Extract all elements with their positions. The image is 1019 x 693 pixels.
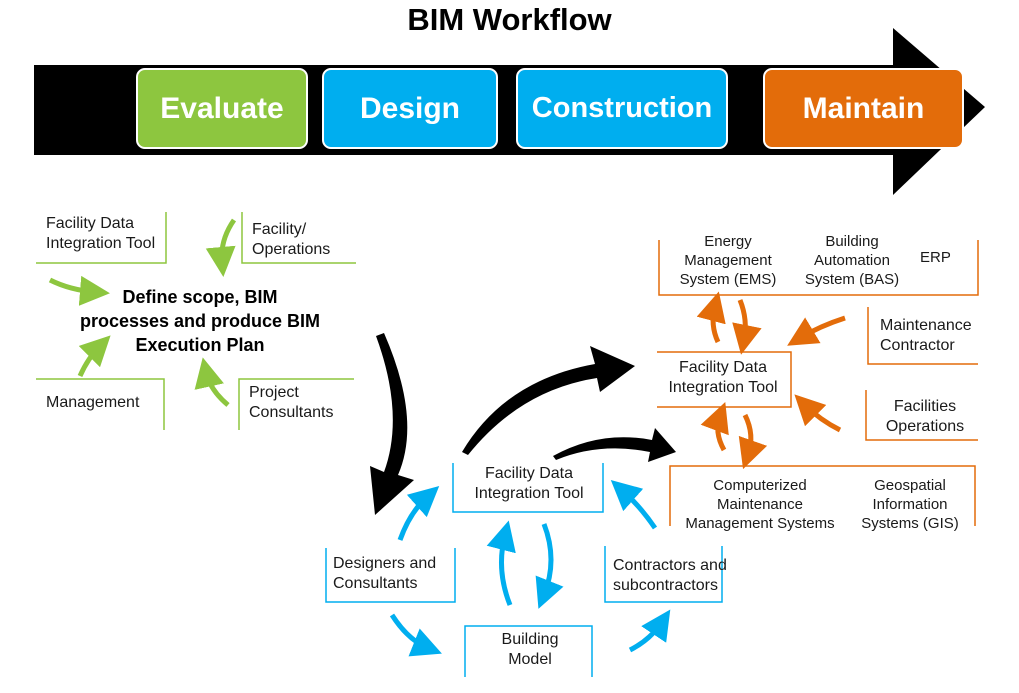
maintain-facility-data-tool-label: Facility Data Integration Tool: [668, 359, 778, 396]
contractors-label: Contractors and subcontractors: [613, 557, 727, 594]
management-label: Management: [46, 394, 140, 411]
cmms-label: Computerized Maintenance Management Syst…: [685, 477, 835, 532]
page-title: BIM Workflow: [407, 2, 612, 37]
building-model-label: Building Model: [501, 631, 559, 668]
design-brackets: [325, 463, 723, 677]
green-arrows: [48, 218, 237, 407]
define-scope-label: Define scope, BIM processes and produce …: [79, 287, 321, 355]
facilities-operations-label: Facilities Operations: [885, 398, 965, 435]
phase-evaluate: Evaluate: [136, 68, 308, 149]
bas-label: Building Automation System (BAS): [804, 233, 900, 288]
design-facility-data-tool-label: Facility Data Integration Tool: [474, 465, 584, 502]
designers-consultants-label: Designers and Consultants: [333, 555, 437, 592]
maintain-brackets: [657, 240, 979, 526]
ems-label: Energy Management System (EMS): [679, 233, 777, 288]
orange-arrows: [696, 291, 846, 470]
gis-label: Geospatial Information Systems (GIS): [861, 477, 959, 532]
evaluate-facility-data-tool-label: Facility Data Integration Tool: [46, 215, 156, 252]
blue-arrows: [389, 480, 671, 657]
black-arrows: [370, 333, 676, 515]
phase-maintain: Maintain: [763, 68, 964, 149]
project-consultants-label: Project Consultants: [249, 384, 334, 421]
phase-construction: Construction: [516, 68, 728, 149]
evaluate-brackets: [36, 212, 356, 430]
phase-design: Design: [322, 68, 498, 149]
maintenance-contractor-label: Maintenance Contractor: [880, 317, 972, 354]
facility-operations-label: Facility/ Operations: [252, 221, 331, 258]
erp-label: ERP: [920, 249, 951, 266]
